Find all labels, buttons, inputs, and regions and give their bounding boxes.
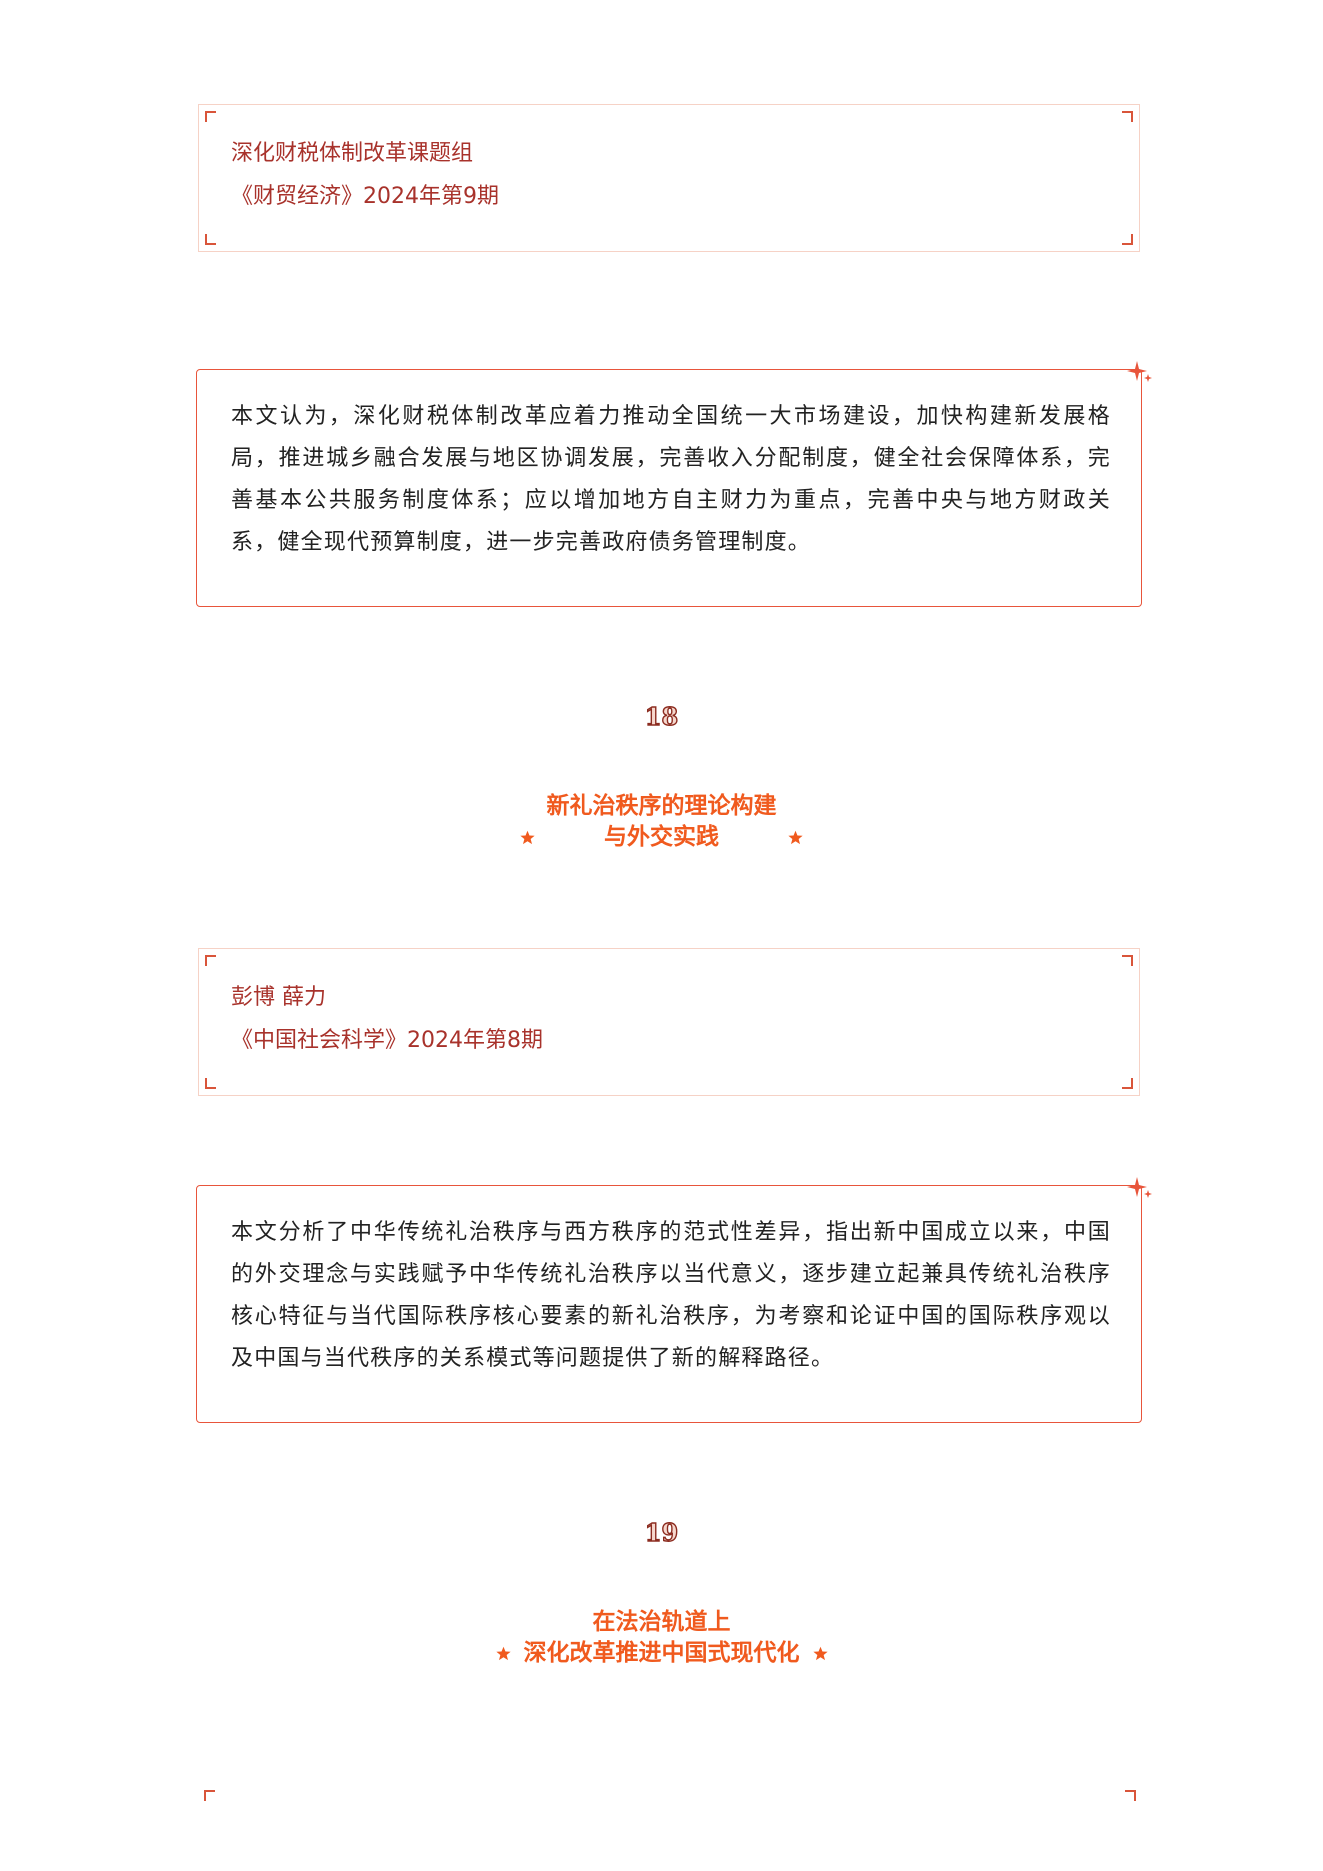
star-icon bbox=[520, 830, 535, 844]
abstract-box-17: 本文认为，深化财税体制改革应着力推动全国统一大市场建设，加快构建新发展格局，推进… bbox=[196, 361, 1152, 607]
corner-bracket-icon bbox=[1122, 234, 1133, 245]
corner-bracket-icon bbox=[204, 1790, 215, 1801]
author-name: 彭博 薛力 bbox=[231, 985, 326, 1010]
article-title-18: 新礼治秩序的理论构建 与外交实践 bbox=[0, 791, 1323, 853]
corner-bracket-icon bbox=[1125, 1790, 1136, 1801]
sparkle-icon bbox=[1127, 361, 1152, 382]
sparkle-icon bbox=[1127, 1177, 1152, 1198]
corner-bracket-icon bbox=[205, 111, 216, 122]
title-line-1: 在法治轨道上 bbox=[592, 1609, 731, 1635]
author-box-18: 彭博 薛力 《中国社会科学》2024年第8期 bbox=[198, 948, 1140, 1096]
section-number: 19 bbox=[644, 1517, 679, 1547]
corner-bracket-icon bbox=[205, 1078, 216, 1089]
abstract-text: 本文认为，深化财税体制改革应着力推动全国统一大市场建设，加快构建新发展格局，推进… bbox=[231, 404, 1111, 555]
article-title-19: 在法治轨道上 深化改革推进中国式现代化 bbox=[0, 1607, 1323, 1669]
title-line-2: 与外交实践 bbox=[604, 824, 719, 850]
corner-bracket-icon bbox=[205, 955, 216, 966]
corner-bracket-icon bbox=[205, 234, 216, 245]
star-icon bbox=[495, 1646, 511, 1660]
journal-source: 《财贸经济》2024年第9期 bbox=[231, 184, 499, 209]
abstract-text: 本文分析了中华传统礼治秩序与西方秩序的范式性差异，指出新中国成立以来，中国的外交… bbox=[231, 1220, 1111, 1371]
section-number: 18 bbox=[644, 701, 679, 731]
journal-source: 《中国社会科学》2024年第8期 bbox=[231, 1028, 543, 1053]
star-icon bbox=[812, 1646, 828, 1660]
title-line-1: 新礼治秩序的理论构建 bbox=[546, 793, 777, 819]
star-icon bbox=[788, 830, 803, 844]
author-name: 深化财税体制改革课题组 bbox=[231, 141, 474, 166]
abstract-box-18: 本文分析了中华传统礼治秩序与西方秩序的范式性差异，指出新中国成立以来，中国的外交… bbox=[196, 1177, 1152, 1423]
author-box-17: 深化财税体制改革课题组 《财贸经济》2024年第9期 bbox=[198, 104, 1140, 252]
corner-bracket-icon bbox=[1122, 955, 1133, 966]
corner-bracket-icon bbox=[1122, 1078, 1133, 1089]
corner-bracket-icon bbox=[1122, 111, 1133, 122]
title-line-2: 深化改革推进中国式现代化 bbox=[523, 1640, 800, 1666]
